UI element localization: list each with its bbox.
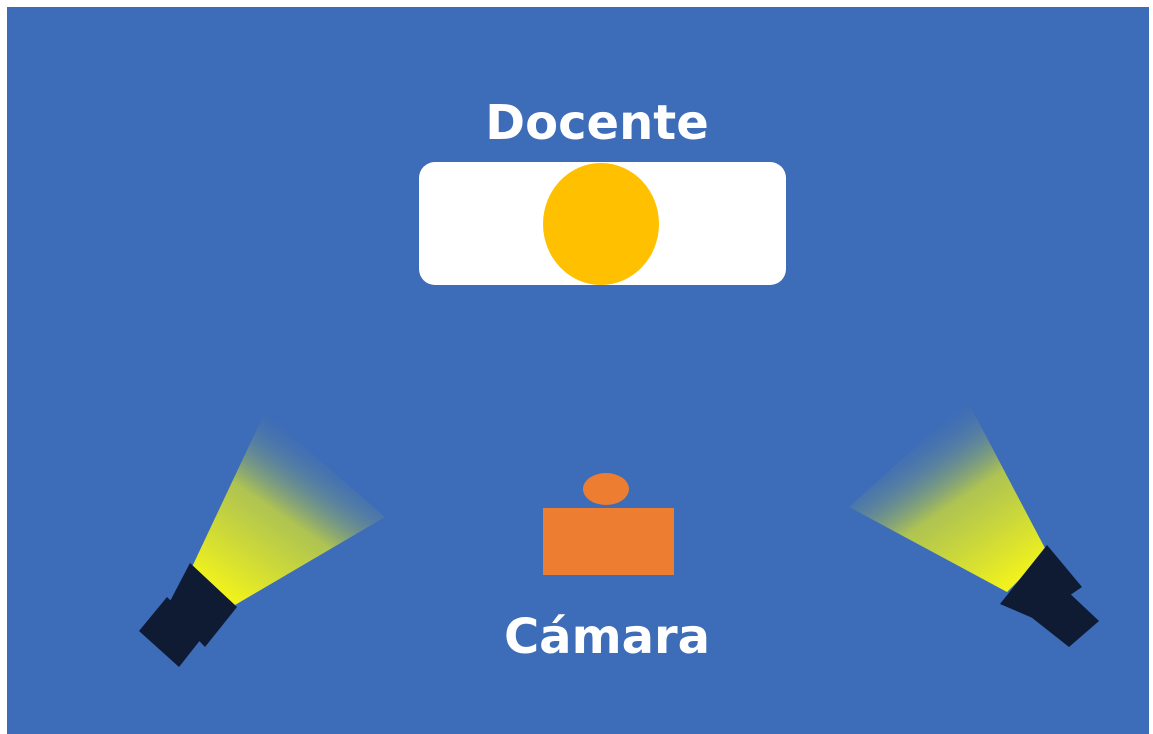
scene-background: Docente [7, 7, 1149, 734]
camera-label: Cámara [503, 609, 711, 665]
camera-icon [543, 473, 674, 575]
left-light-beam [192, 412, 385, 605]
right-light-beam [849, 400, 1047, 592]
spotlight-right-icon [1000, 545, 1099, 647]
teacher-label: Docente [485, 95, 709, 151]
scene-graphics [139, 163, 1099, 667]
spotlight-left-icon [139, 563, 237, 667]
teacher-icon [543, 163, 659, 285]
